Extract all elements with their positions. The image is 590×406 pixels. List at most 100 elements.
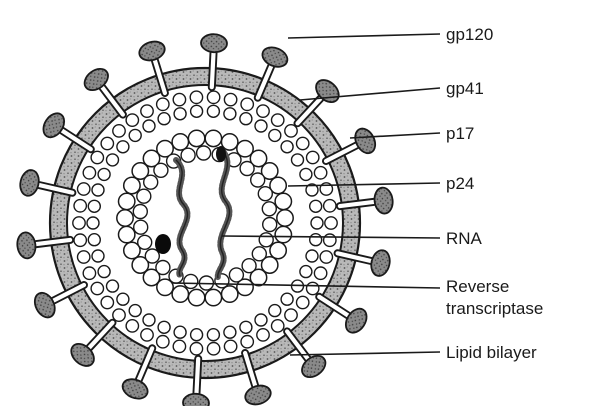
p17-bead (224, 93, 236, 105)
p17-bead (297, 137, 309, 149)
spike (67, 323, 113, 371)
p17-bead (257, 329, 269, 341)
p17-bead (88, 200, 100, 212)
p17-bead (255, 314, 267, 326)
label-gp120: gp120 (446, 25, 493, 44)
p17-bead (240, 113, 252, 125)
p24-bead (252, 247, 266, 261)
p17-bead (190, 91, 202, 103)
label-rna: RNA (446, 229, 483, 248)
p17-bead (88, 234, 100, 246)
p17-bead (307, 282, 319, 294)
labels: gp120 gp41 p17 p24 RNA Reverse transcrip… (446, 25, 543, 362)
p17-bead (207, 343, 219, 355)
leader-lipid-bilayer (290, 352, 440, 355)
p24-bead (124, 177, 140, 193)
p17-bead (143, 120, 155, 132)
p24-bead (188, 130, 204, 146)
p17-bead (314, 167, 326, 179)
p17-bead (281, 293, 293, 305)
p17-bead (272, 114, 284, 126)
label-gp41: gp41 (446, 79, 484, 98)
p17-bead (98, 168, 110, 180)
p24-bead (259, 233, 273, 247)
p17-bead (74, 200, 86, 212)
p17-bead (269, 129, 281, 141)
label-p17: p17 (446, 124, 474, 143)
p17-bead (325, 217, 337, 229)
p17-bead (174, 326, 186, 338)
p17-bead (107, 154, 119, 166)
p17-bead (126, 114, 138, 126)
p17-bead (190, 343, 202, 355)
p24-bead (119, 226, 135, 242)
p24-bead (222, 286, 238, 302)
p24-bead (205, 289, 221, 305)
p24-bead (251, 173, 265, 187)
p24-bead (134, 220, 148, 234)
p17-bead (129, 129, 141, 141)
p24-bead (156, 261, 170, 275)
p17-bead (92, 250, 104, 262)
p17-bead (224, 108, 236, 120)
p24-bead (145, 249, 159, 263)
p24-bead (258, 187, 272, 201)
p17-bead (281, 141, 293, 153)
p17-bead (87, 217, 99, 229)
p17-bead (98, 266, 110, 278)
p17-bead (173, 93, 185, 105)
p24-bead (205, 130, 221, 146)
p17-bead (300, 168, 312, 180)
p17-bead (158, 321, 170, 333)
p24-bead (262, 202, 276, 216)
p17-bead (74, 234, 86, 246)
p17-bead (269, 305, 281, 317)
p17-bead (272, 320, 284, 332)
p24-bead (242, 259, 256, 273)
p24-bead (184, 274, 198, 288)
p17-bead (292, 154, 304, 166)
p24-bead (137, 189, 151, 203)
p17-bead (297, 296, 309, 308)
p17-bead (157, 336, 169, 348)
p17-bead (191, 105, 203, 117)
p17-bead (310, 234, 322, 246)
p17-bead (92, 184, 104, 196)
p17-bead (306, 250, 318, 262)
p17-bead (158, 113, 170, 125)
p24-bead (154, 163, 168, 177)
p17-bead (300, 266, 312, 278)
p24-bead (197, 146, 211, 160)
p17-bead (257, 105, 269, 117)
p24-bead (144, 175, 158, 189)
p17-bead (83, 167, 95, 179)
p17-bead (113, 125, 125, 137)
p17-bead (126, 320, 138, 332)
p17-bead (129, 305, 141, 317)
p17-bead (91, 151, 103, 163)
p17-bead (311, 217, 323, 229)
p17-bead (324, 200, 336, 212)
p17-bead (207, 91, 219, 103)
p17-bead (78, 183, 90, 195)
p17-bead (101, 137, 113, 149)
p24-bead (275, 226, 291, 242)
p17-bead (285, 309, 297, 321)
p17-bead (307, 151, 319, 163)
p24-bead (263, 218, 277, 232)
p24-bead (172, 134, 188, 150)
p17-bead (320, 251, 332, 263)
p17-bead (73, 217, 85, 229)
p17-bead (255, 120, 267, 132)
p17-bead (83, 267, 95, 279)
p17-bead (107, 280, 119, 292)
p17-bead (241, 336, 253, 348)
p24-bead (119, 193, 135, 209)
p17-bead (117, 141, 129, 153)
p17-bead (78, 251, 90, 263)
p17-bead (224, 326, 236, 338)
p24-bead (181, 148, 195, 162)
p24-bead (117, 210, 133, 226)
p17-bead (143, 314, 155, 326)
reverse-transcriptase-dot (155, 234, 171, 254)
